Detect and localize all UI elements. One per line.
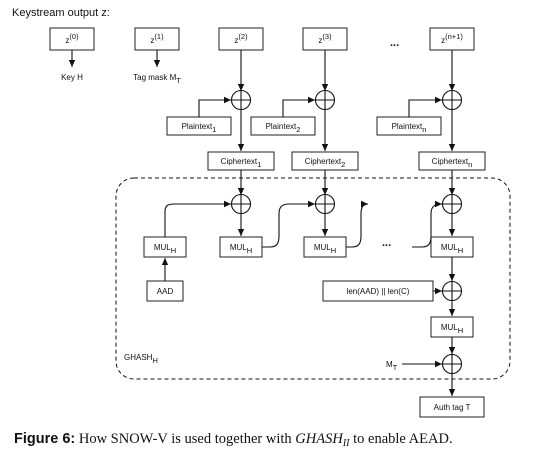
plaintext-1-box: Plaintext1	[166, 116, 232, 136]
arrow-mul2-continue	[346, 200, 369, 248]
mul-h-1-box: MULH	[219, 236, 263, 258]
xor-ghash-n	[441, 193, 463, 215]
ghash-label: GHASHH	[124, 353, 158, 365]
aad-box: AAD	[146, 280, 184, 302]
z3-label: z(3)	[318, 32, 332, 45]
len-label: len(AAD) || len(C)	[347, 287, 410, 296]
mid-ellipsis: ...	[382, 237, 391, 249]
caption-text-pre: How SNOW-V is used together with	[78, 431, 292, 447]
ciphertext-2-box: Ciphertext2	[291, 151, 359, 171]
arrow-mul1-ghxor2	[262, 200, 315, 248]
ciphertext-2-label: Ciphertext2	[305, 157, 346, 169]
xor-ghash-1	[230, 193, 252, 215]
mt-label: MT	[386, 360, 398, 372]
ciphertext-n-box: Ciphertextn	[418, 151, 486, 171]
mul-h-len-label: MULH	[441, 323, 463, 335]
mul-h-aad-box: MULH	[143, 236, 187, 258]
xor-len	[441, 280, 463, 302]
mul-h-n-box: MULH	[430, 236, 474, 258]
z2-box: z(2)	[218, 27, 264, 51]
arrow-prev-ghxorn	[412, 200, 443, 248]
z2-label: z(2)	[234, 32, 248, 45]
zn1-box: z(n+1)	[429, 27, 475, 51]
z0-box: z(0)	[49, 27, 95, 51]
arrow-ptn-xor	[408, 96, 442, 117]
caption-figure-label: Figure 6:	[14, 431, 76, 447]
mul-h-2-box: MULH	[303, 236, 347, 258]
mul-h-2-label: MULH	[314, 243, 336, 255]
top-ellipsis: ...	[390, 37, 399, 49]
caption-math: GHASH	[295, 431, 343, 447]
z1-label: z(1)	[150, 32, 164, 45]
plaintext-n-label: Plaintextn	[392, 122, 427, 134]
key-h-label: Key H	[61, 73, 83, 82]
xor-enc-n	[441, 89, 463, 111]
zn1-label: z(n+1)	[441, 32, 463, 45]
tag-mask-label: Tag mask MT	[133, 73, 181, 85]
z0-label: z(0)	[65, 32, 79, 45]
xor-ghash-2	[314, 193, 336, 215]
ciphertext-1-box: Ciphertext1	[207, 151, 275, 171]
plaintext-n-box: Plaintextn	[376, 116, 442, 136]
arrow-mulaad-ghxor1	[164, 200, 231, 237]
xor-enc-1	[230, 89, 252, 111]
mul-h-n-label: MULH	[441, 243, 463, 255]
plaintext-2-label: Plaintext2	[266, 122, 301, 134]
caption-math-sub: II	[342, 438, 350, 449]
aad-label: AAD	[157, 287, 174, 296]
z1-box: z(1)	[134, 27, 180, 51]
arrow-pt2-xor	[282, 96, 315, 117]
mul-h-1-label: MULH	[230, 243, 252, 255]
mul-h-len-box: MULH	[430, 316, 474, 338]
auth-tag-box: Auth tag T	[419, 396, 485, 418]
xor-final	[441, 353, 463, 375]
plaintext-2-box: Plaintext2	[250, 116, 316, 136]
z3-box: z(3)	[302, 27, 348, 51]
ghash-region	[115, 177, 511, 380]
caption-text-post: to enable AEAD.	[353, 431, 453, 447]
auth-tag-label: Auth tag T	[434, 403, 471, 412]
arrow-pt1-xor	[198, 96, 231, 117]
mul-h-aad-label: MULH	[154, 243, 176, 255]
len-box: len(AAD) || len(C)	[322, 280, 434, 302]
figure-caption: Figure 6: How SNOW-V is used together wi…	[14, 431, 534, 449]
ciphertext-1-label: Ciphertext1	[221, 157, 262, 169]
xor-enc-2	[314, 89, 336, 111]
plaintext-1-label: Plaintext1	[182, 122, 217, 134]
keystream-header: Keystream output z:	[12, 7, 110, 19]
ciphertext-n-label: Ciphertextn	[432, 157, 473, 169]
